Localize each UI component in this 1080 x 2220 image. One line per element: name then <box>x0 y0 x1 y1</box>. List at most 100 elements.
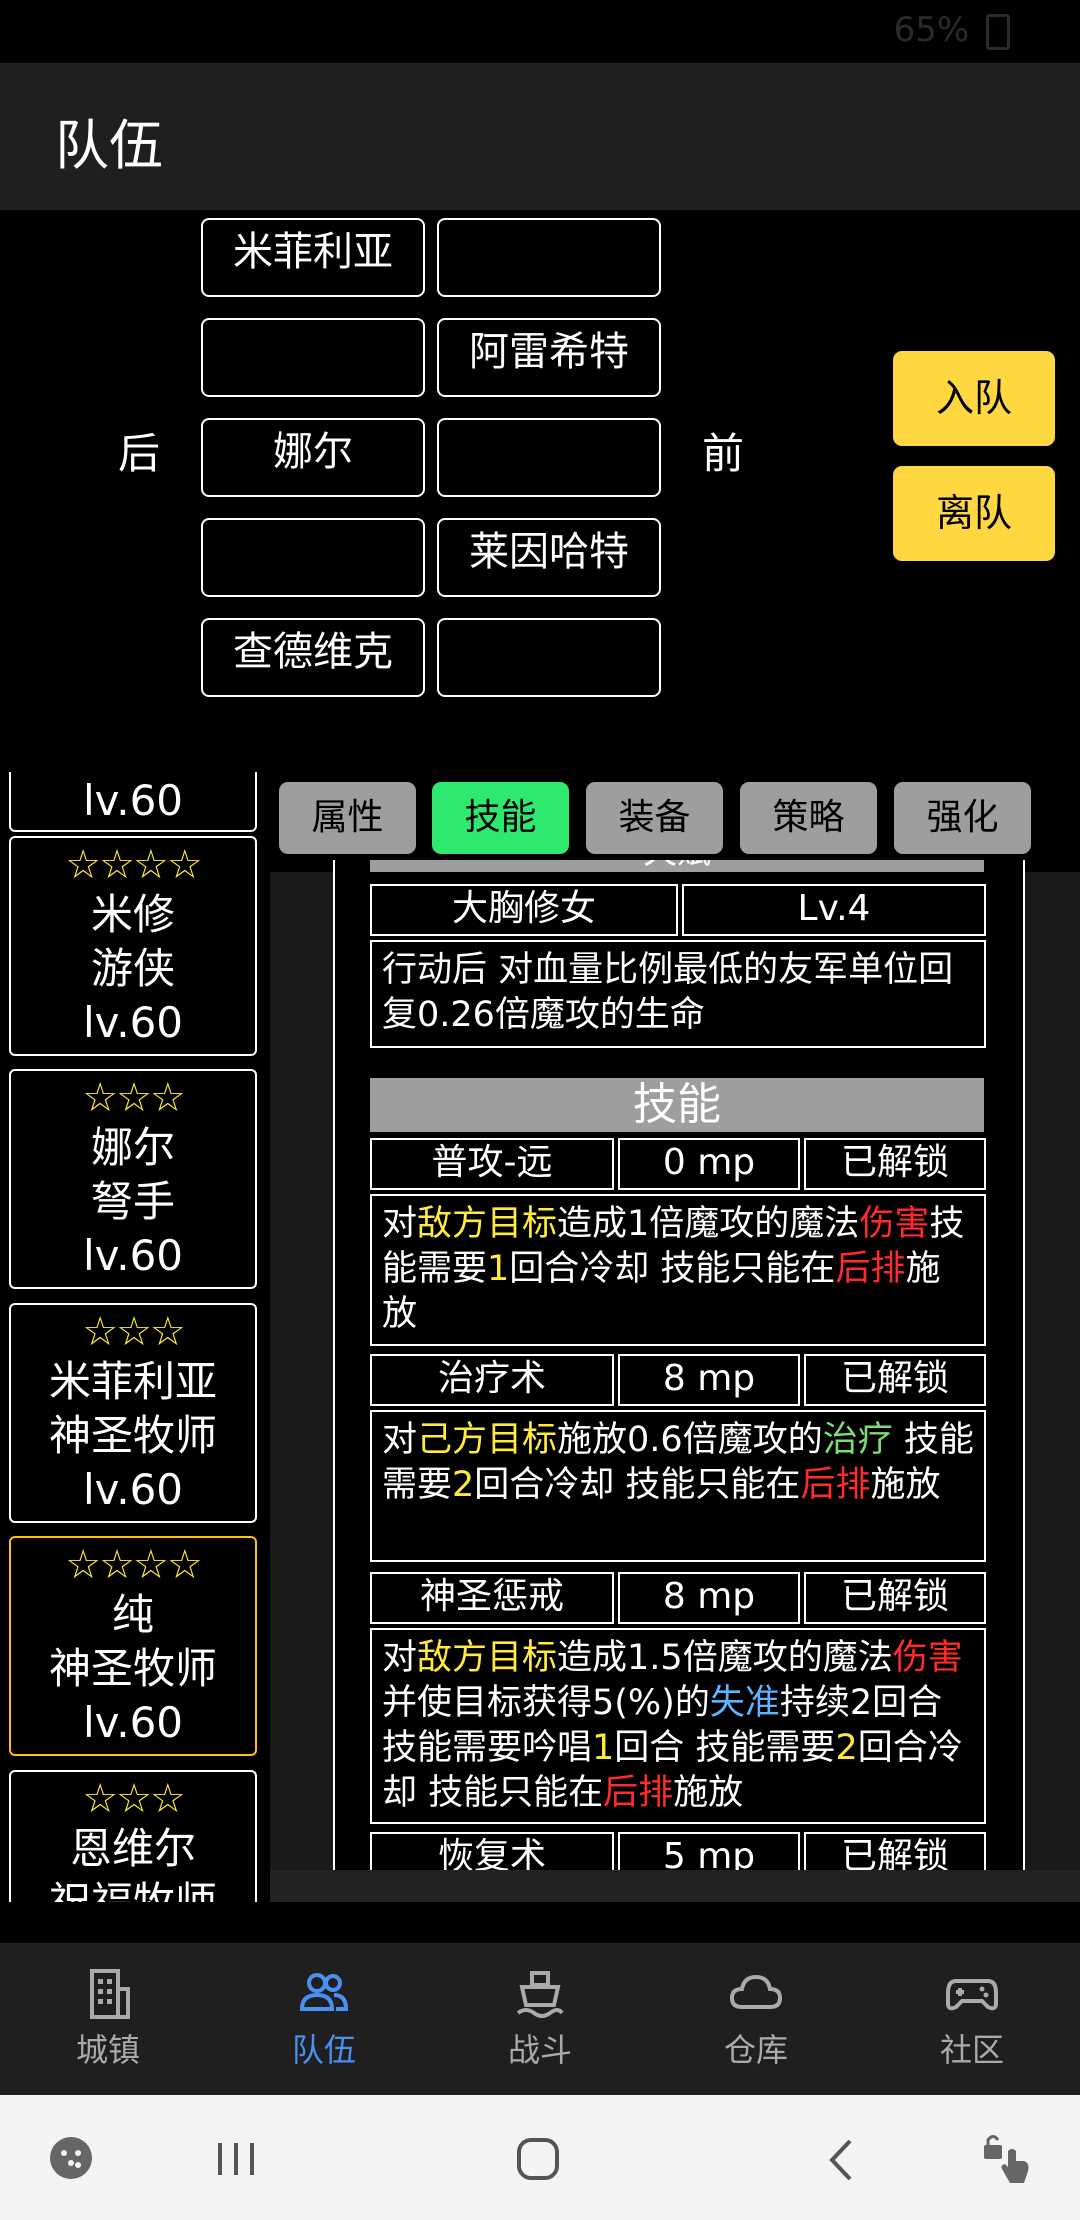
formation-slot[interactable]: 米菲利亚 <box>201 218 425 297</box>
character-level: lv.60 <box>82 998 184 1047</box>
skill-row: 治疗术 8 mp 已解锁 <box>370 1354 986 1406</box>
star-rating: ☆☆☆ <box>82 1309 186 1355</box>
nav-community[interactable]: 社区 <box>864 1965 1080 2071</box>
skill-status: 已解锁 <box>804 1832 986 1870</box>
star-rating: ☆☆☆☆ <box>65 842 202 888</box>
talent-level: Lv.4 <box>682 884 986 936</box>
gamepad-icon <box>946 1979 998 2011</box>
detail-tabs: 属性 技能 装备 策略 强化 <box>270 772 1080 872</box>
nav-battle[interactable]: 战斗 <box>432 1965 648 2071</box>
nav-label: 队伍 <box>291 2031 356 2069</box>
app-bar: 队伍 <box>0 63 1080 210</box>
tab-equipment[interactable]: 装备 <box>586 782 723 854</box>
leave-team-button[interactable]: 离队 <box>893 466 1055 561</box>
horizontal-scrollbar[interactable] <box>270 1870 1080 1902</box>
join-team-button[interactable]: 入队 <box>893 351 1055 446</box>
character-class: 弩手 <box>90 1177 175 1226</box>
skill-status: 已解锁 <box>804 1138 986 1190</box>
skill-mp: 8 mp <box>618 1354 800 1406</box>
tab-enhance[interactable]: 强化 <box>894 782 1031 854</box>
nav-label: 战斗 <box>507 2031 572 2069</box>
tab-attributes[interactable]: 属性 <box>279 782 416 854</box>
skill-description: 对己方目标施放0.6倍魔攻的治疗 技能需要2回合冷却 技能只能在后排施放 <box>370 1410 986 1562</box>
skill-status: 已解锁 <box>804 1354 986 1406</box>
formation-slot[interactable] <box>437 618 661 697</box>
formation-slot[interactable]: 阿雷希特 <box>437 318 661 397</box>
character-class: 游侠 <box>90 944 175 993</box>
nav-storage[interactable]: 仓库 <box>648 1965 864 2071</box>
formation-slot[interactable] <box>201 318 425 397</box>
battery-indicator: 65% <box>894 10 1010 50</box>
character-card-selected[interactable]: ☆☆☆☆ 纯 神圣牧师 lv.60 <box>9 1536 257 1756</box>
character-list[interactable]: lv.60 ☆☆☆☆ 米修 游侠 lv.60 ☆☆☆ 娜尔 弩手 lv.60 ☆… <box>0 772 270 1902</box>
skill-name: 治疗术 <box>370 1354 614 1406</box>
character-card[interactable]: ☆☆☆ 恩维尔 祝福牧师 <box>9 1770 257 1902</box>
back-icon[interactable] <box>822 2137 862 2183</box>
formation-slot[interactable] <box>201 518 425 597</box>
talent-header: 天赋 <box>370 860 984 872</box>
bottom-navigation: 城镇 队伍 战斗 仓库 社区 <box>0 1943 1080 2095</box>
formation-slot[interactable]: 娜尔 <box>201 418 425 497</box>
people-icon <box>299 1973 349 2011</box>
character-level: lv.60 <box>82 1231 184 1280</box>
tab-skills[interactable]: 技能 <box>432 782 569 854</box>
talent-name: 大胸修女 <box>370 884 678 936</box>
front-row-label: 前 <box>702 429 745 478</box>
star-rating: ☆☆☆ <box>82 1075 186 1121</box>
talent-row: 大胸修女 Lv.4 <box>370 884 986 936</box>
character-level: lv.60 <box>82 776 184 825</box>
skill-mp: 5 mp <box>618 1832 800 1870</box>
formation-slot[interactable]: 莱因哈特 <box>437 518 661 597</box>
formation-panel: 后 前 米菲利亚 阿雷希特 娜尔 莱因哈特 查德维克 入队 离队 <box>0 210 1080 770</box>
character-class: 祝福牧师 <box>11 1876 255 1902</box>
formation-slot[interactable] <box>437 218 661 297</box>
character-name: 恩维尔 <box>69 1824 196 1873</box>
nav-label: 社区 <box>939 2031 1004 2069</box>
nav-label: 城镇 <box>75 2031 140 2069</box>
skill-row: 恢复术 5 mp 已解锁 <box>370 1832 986 1870</box>
character-card[interactable]: ☆☆☆ 娜尔 弩手 lv.60 <box>9 1069 257 1289</box>
touch-lock-icon[interactable] <box>980 2131 1038 2185</box>
recent-apps-icon[interactable] <box>214 2139 258 2179</box>
skills-header: 技能 <box>370 1078 984 1132</box>
skills-scroll-area[interactable]: 天赋 大胸修女 Lv.4 行动后 对血量比例最低的友军单位回复0.26倍魔攻的生… <box>333 860 1025 1870</box>
battery-percent: 65% <box>893 10 970 50</box>
character-name: 纯 <box>111 1590 154 1639</box>
skill-name: 恢复术 <box>370 1832 614 1870</box>
skill-mp: 8 mp <box>618 1572 800 1624</box>
skill-description: 对敌方目标造成1.5倍魔攻的魔法伤害并使目标获得5(%)的失准持续2回合技能需要… <box>370 1628 986 1824</box>
nav-town[interactable]: 城镇 <box>0 1965 216 2071</box>
ship-icon <box>516 1971 564 2018</box>
character-level: lv.60 <box>82 1465 184 1514</box>
skill-description: 对敌方目标造成1倍魔攻的魔法伤害技能需要1回合冷却 技能只能在后排施放 <box>370 1194 986 1346</box>
nav-label: 仓库 <box>723 2031 788 2069</box>
building-icon <box>90 1969 130 2019</box>
battery-icon <box>986 13 1010 50</box>
character-class: 神圣牧师 <box>48 1644 217 1693</box>
formation-slot[interactable] <box>437 418 661 497</box>
character-level: lv.60 <box>82 1698 184 1747</box>
game-launcher-icon[interactable] <box>48 2135 94 2181</box>
character-card[interactable]: lv.60 <box>9 772 257 832</box>
star-rating: ☆☆☆☆ <box>65 1542 202 1588</box>
skill-status: 已解锁 <box>804 1572 986 1624</box>
star-rating: ☆☆☆ <box>82 1776 186 1822</box>
character-detail-panel: 属性 技能 装备 策略 强化 天赋 大胸修女 Lv.4 行动后 对血量比例最低的… <box>270 772 1080 1902</box>
formation-slot[interactable]: 查德维克 <box>201 618 425 697</box>
skill-mp: 0 mp <box>618 1138 800 1190</box>
back-row-label: 后 <box>118 429 161 478</box>
cloud-icon <box>729 1974 783 2009</box>
character-card[interactable]: ☆☆☆ 米菲利亚 神圣牧师 lv.60 <box>9 1303 257 1523</box>
skill-row: 普攻-远 0 mp 已解锁 <box>370 1138 986 1190</box>
status-bar: 65% <box>0 0 1080 63</box>
nav-team[interactable]: 队伍 <box>216 1965 432 2071</box>
skill-name: 神圣惩戒 <box>370 1572 614 1624</box>
system-navigation-bar <box>0 2095 1080 2220</box>
home-icon[interactable] <box>514 2135 562 2183</box>
skill-row: 神圣惩戒 8 mp 已解锁 <box>370 1572 986 1624</box>
tab-strategy[interactable]: 策略 <box>740 782 877 854</box>
character-card[interactable]: ☆☆☆☆ 米修 游侠 lv.60 <box>9 836 257 1056</box>
talent-description: 行动后 对血量比例最低的友军单位回复0.26倍魔攻的生命 <box>370 940 986 1048</box>
character-class: 神圣牧师 <box>48 1411 217 1460</box>
page-title: 队伍 <box>55 114 163 177</box>
